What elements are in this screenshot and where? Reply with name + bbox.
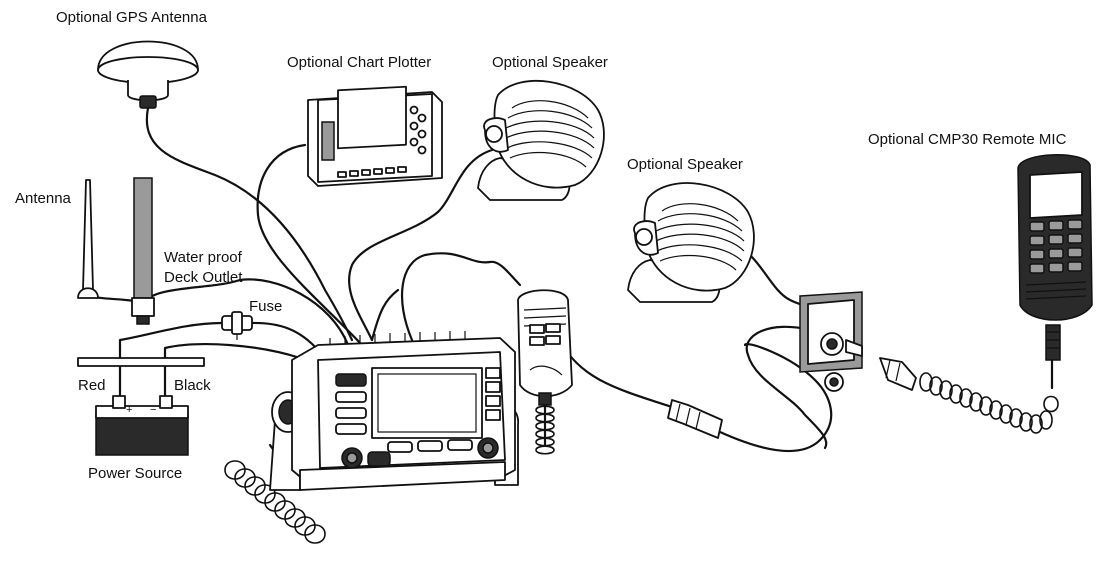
label-speaker-top: Optional Speaker <box>492 54 608 71</box>
handset-mic <box>517 289 573 455</box>
speaker-right-grille <box>655 203 745 271</box>
outlet-to-extension <box>745 325 828 450</box>
label-antenna: Antenna <box>15 190 72 207</box>
remote-mic-keypad <box>1029 219 1083 274</box>
antenna-cable <box>141 278 350 347</box>
wall-outlet <box>799 291 863 392</box>
remote-mic-cable-assembly <box>879 357 1059 434</box>
label-gps-antenna: Optional GPS Antenna <box>56 9 208 26</box>
radio-unit <box>224 331 519 544</box>
power-source: + − <box>77 357 205 456</box>
label-power-source: Power Source <box>88 465 182 482</box>
label-fuse: Fuse <box>249 298 282 315</box>
label-chart-plotter: Optional Chart Plotter <box>287 54 431 71</box>
red-wire <box>118 321 224 397</box>
label-deck-outlet-line1: Water proof <box>164 249 243 266</box>
remote-mic-extension-cable <box>400 252 522 342</box>
vhf-antenna <box>77 179 99 299</box>
label-remote-mic: Optional CMP30 Remote MIC <box>868 131 1067 148</box>
radio-to-remote-cable <box>370 288 400 342</box>
speaker-right <box>627 182 755 303</box>
extension-connector <box>667 399 723 439</box>
chart-plotter-cable <box>256 143 364 347</box>
radio-coil-cord <box>224 460 326 544</box>
label-deck-outlet-line2: Deck Outlet <box>164 269 243 286</box>
extension-lower <box>558 338 677 410</box>
handset-coil-cord <box>535 405 555 455</box>
gps-antenna-cable <box>145 106 354 342</box>
speaker-top <box>477 79 605 201</box>
label-black: Black <box>174 377 211 394</box>
speaker-top-grille <box>505 100 595 168</box>
cmp30-remote-mic <box>1017 154 1093 361</box>
extension-cable-right <box>718 342 833 453</box>
labels: Optional GPS Antenna Optional Chart Plot… <box>15 9 1067 482</box>
label-red: Red <box>78 377 106 394</box>
fuse <box>221 311 253 340</box>
plotter-buttons <box>337 105 427 178</box>
deck-outlet-pole <box>131 177 155 325</box>
speaker-cable-top <box>347 148 494 342</box>
gps-antenna <box>97 40 199 109</box>
minus-terminal-label: − <box>150 404 156 416</box>
label-speaker-right: Optional Speaker <box>627 156 743 173</box>
chart-plotter <box>307 85 443 187</box>
remote-mic-coil <box>919 372 1059 434</box>
plus-terminal-label: + <box>126 404 132 416</box>
